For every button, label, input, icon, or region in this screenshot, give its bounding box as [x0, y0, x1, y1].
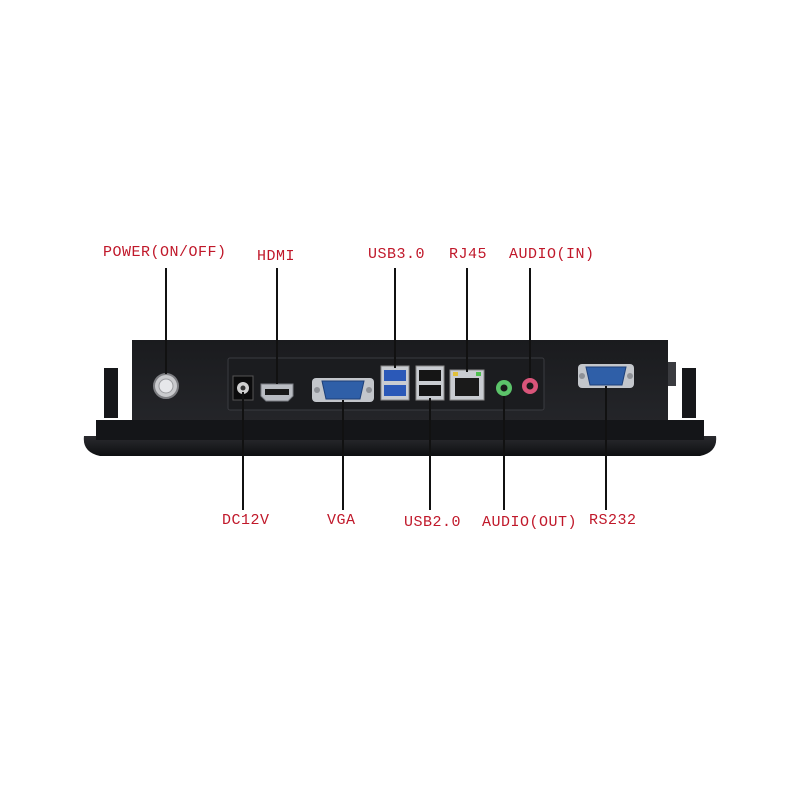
label-usb30: USB3.0 — [368, 246, 426, 263]
label-hdmi: HDMI — [257, 248, 296, 265]
front-bezel — [83, 436, 717, 456]
power-button — [153, 373, 179, 399]
usb30-ports — [380, 365, 410, 401]
rj45-port — [449, 369, 485, 401]
label-usb20: USB2.0 — [404, 514, 462, 531]
label-audio-in: AUDIO(IN) — [509, 246, 595, 263]
rs232-port — [578, 364, 634, 388]
audio-out-jack — [496, 380, 512, 396]
mounting-bracket-left — [104, 368, 118, 418]
mounting-bracket-right — [666, 362, 696, 418]
label-dc12v: DC12V — [222, 512, 270, 529]
label-power: POWER(ON/OFF) — [103, 244, 227, 261]
label-audio-out: AUDIO(OUT) — [482, 514, 578, 531]
audio-in-jack — [522, 378, 538, 394]
label-vga: VGA — [327, 512, 356, 529]
hdmi-port — [260, 383, 294, 402]
usb20-ports — [415, 365, 445, 401]
vga-port — [312, 378, 374, 402]
label-rj45: RJ45 — [449, 246, 488, 263]
label-rs232: RS232 — [589, 512, 637, 529]
